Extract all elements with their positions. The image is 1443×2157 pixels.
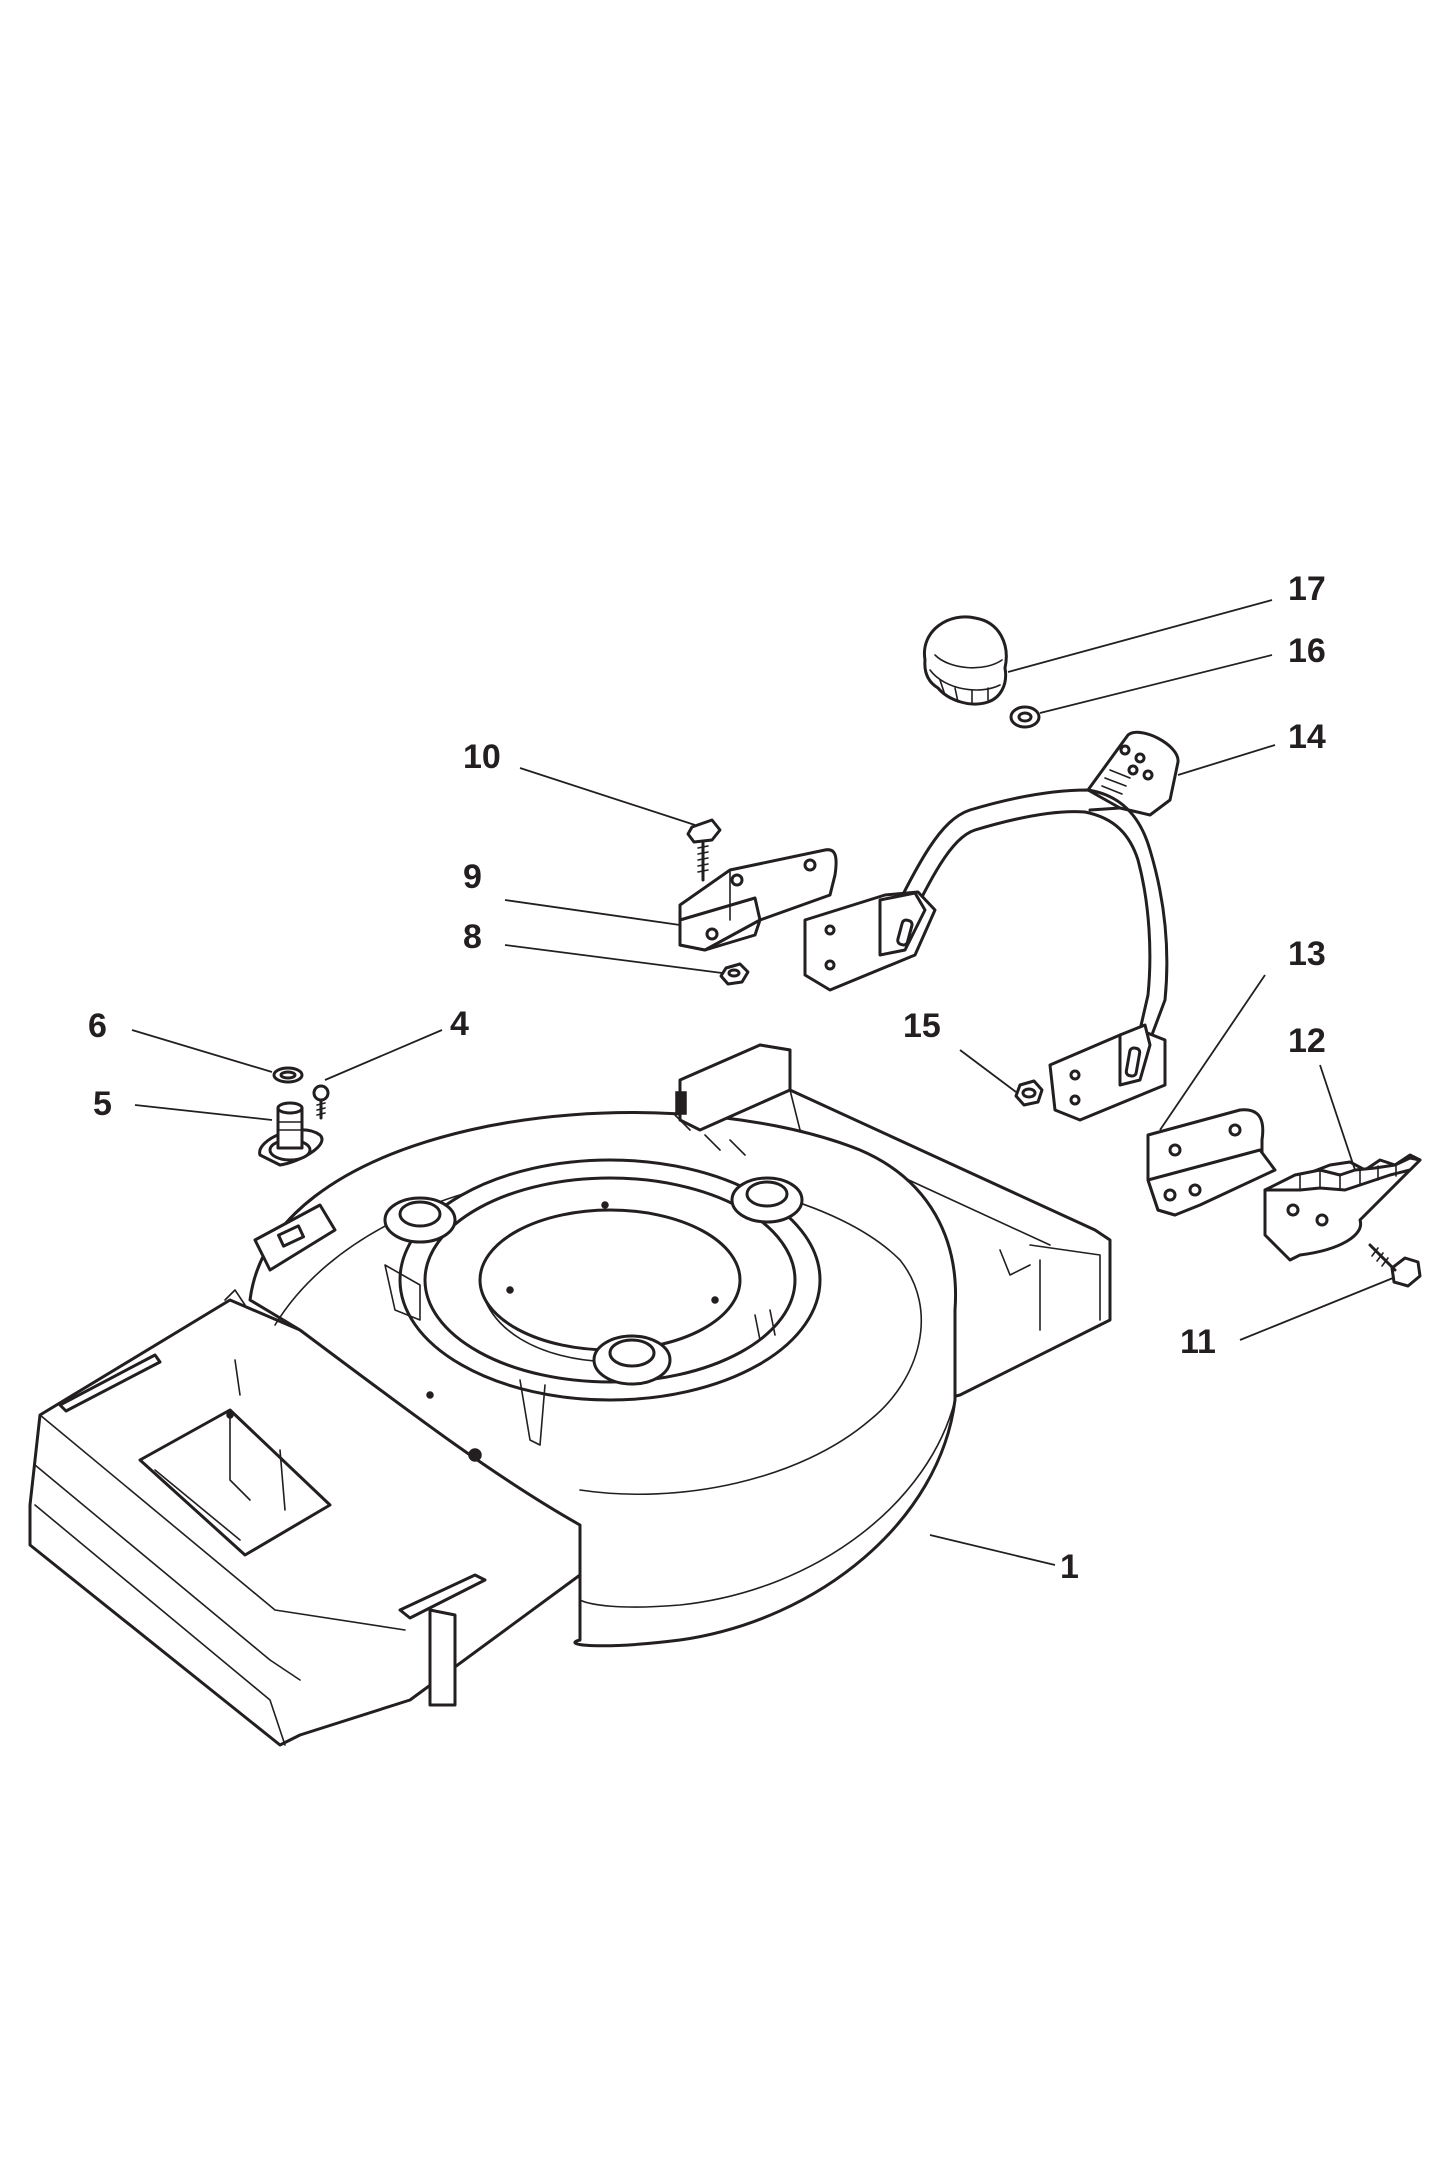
leader-10	[519, 767, 696, 826]
leader-9	[504, 899, 681, 926]
part-15-nut	[1014, 1079, 1044, 1107]
leader-1	[929, 1534, 1056, 1566]
leader-4	[324, 1029, 443, 1081]
callout-17: 17	[1288, 570, 1326, 608]
leader-lines	[131, 599, 1394, 1566]
part-5-pivot-bushing	[258, 1101, 324, 1167]
leader-16	[1039, 654, 1273, 714]
leader-11	[1239, 1277, 1394, 1341]
leader-13	[1159, 974, 1266, 1131]
leader-5	[134, 1104, 273, 1121]
deck-boss-left	[383, 1196, 457, 1244]
callout-4: 4	[450, 1005, 469, 1043]
part-9-bracket	[678, 848, 838, 952]
part-4-screw	[312, 1084, 330, 1120]
callout-13: 13	[1288, 935, 1326, 973]
callout-9: 9	[463, 858, 482, 896]
callout-16: 16	[1288, 632, 1326, 670]
leader-8	[504, 944, 723, 974]
callout-11: 11	[1180, 1323, 1216, 1361]
callout-labels: 1 4 5 6 8 9 10 11 12 13 14 15 16 17	[88, 570, 1326, 1586]
part-17-knob	[923, 615, 1008, 706]
leader-17	[1007, 599, 1273, 673]
leader-12	[1319, 1064, 1356, 1171]
deck-boss-right	[730, 1176, 804, 1224]
callout-12: 12	[1288, 1022, 1326, 1060]
part-10-bolt	[686, 818, 722, 882]
callout-15: 15	[903, 1007, 941, 1045]
callout-1: 1	[1060, 1548, 1079, 1586]
deck-boss-front	[592, 1334, 672, 1386]
part-12-notched-plate	[1263, 1153, 1422, 1262]
callout-10: 10	[463, 738, 501, 776]
part-1-deck	[28, 1043, 1112, 1747]
callout-14: 14	[1288, 718, 1326, 756]
part-11-bolt	[1368, 1243, 1422, 1288]
callout-8: 8	[463, 918, 482, 956]
leader-6	[131, 1029, 273, 1073]
part-16-washer	[1009, 705, 1041, 729]
part-14-handle-bar	[803, 730, 1180, 1122]
callout-5: 5	[93, 1085, 112, 1123]
part-8-nut	[719, 962, 750, 986]
part-13-angle-bracket	[1146, 1108, 1277, 1217]
leader-14	[1177, 744, 1276, 776]
leader-15	[959, 1049, 1017, 1093]
part-6-washer	[272, 1066, 304, 1084]
callout-6: 6	[88, 1007, 107, 1045]
